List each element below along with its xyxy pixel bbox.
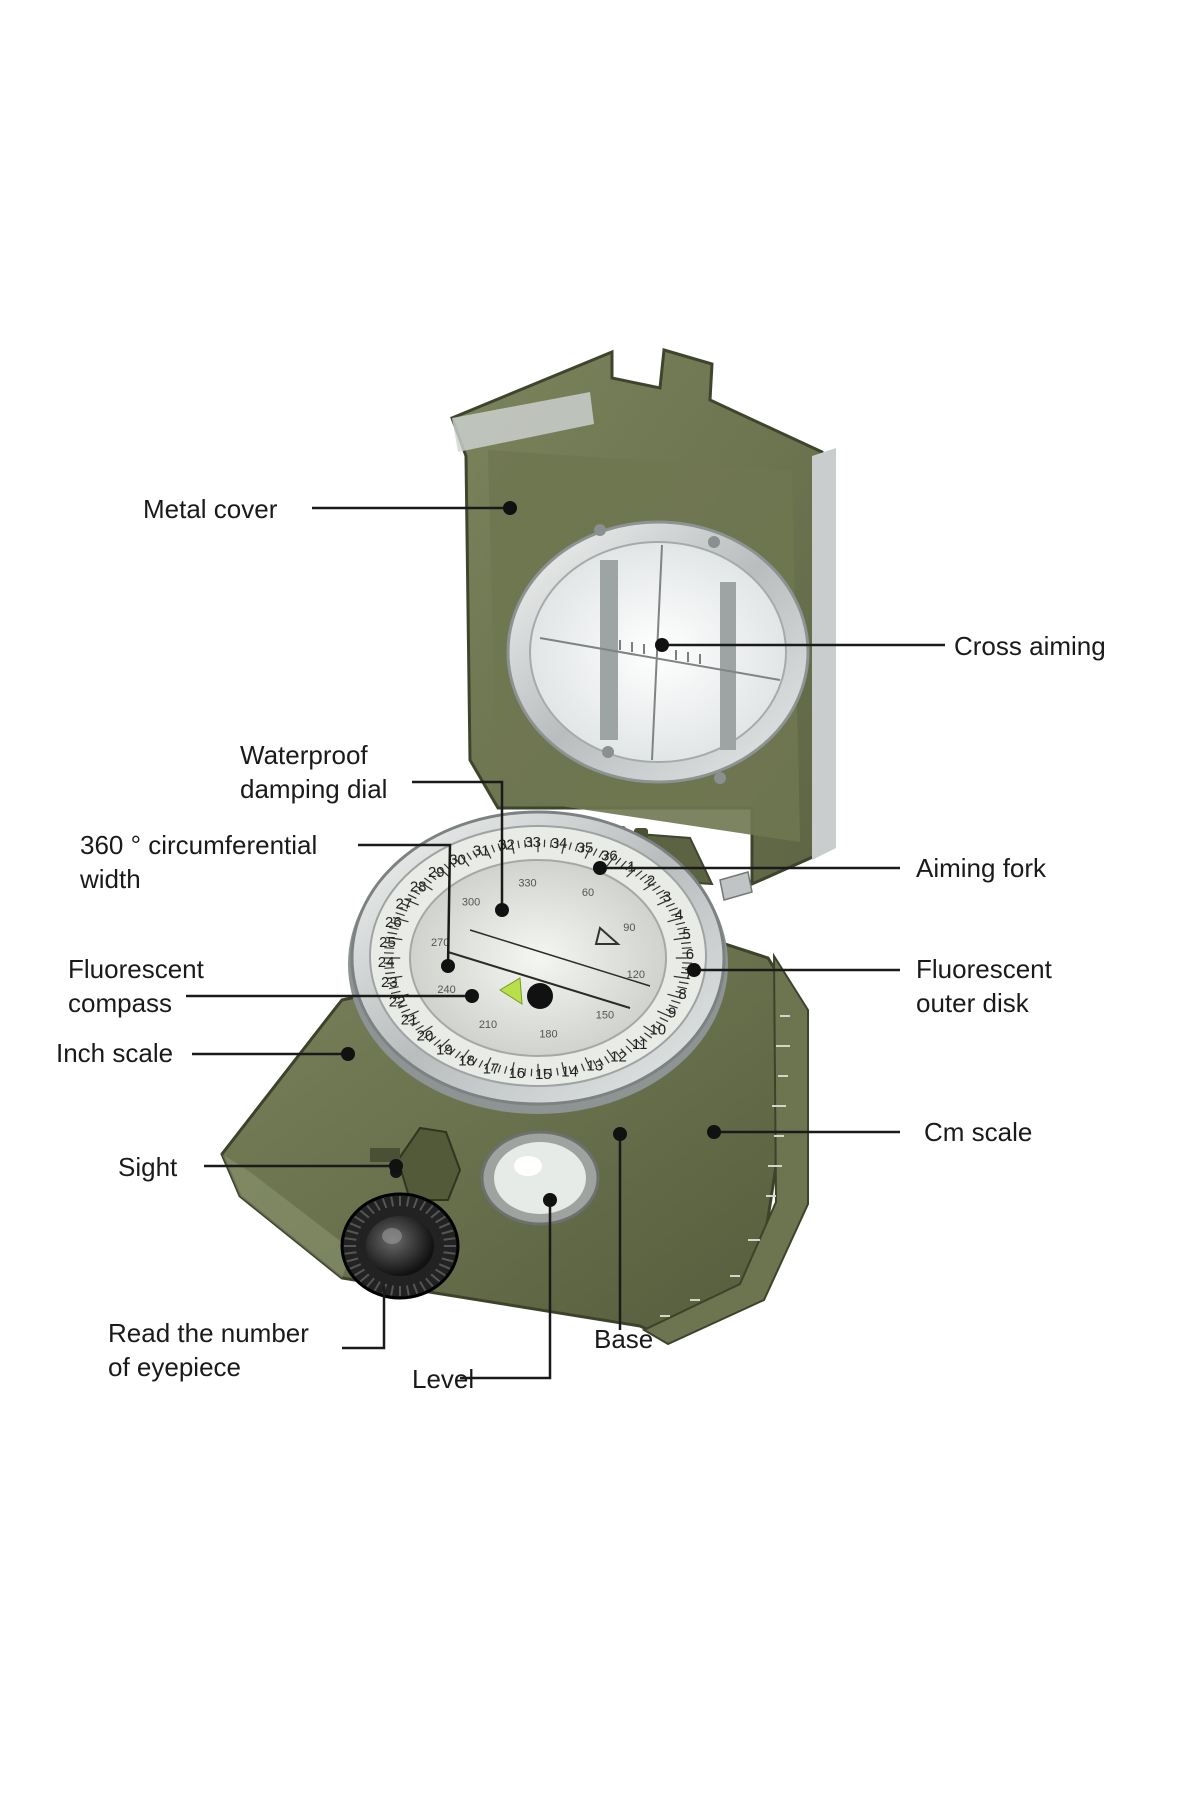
label-cross-aiming: Cross aiming	[954, 631, 1106, 661]
label-base: Base	[594, 1324, 653, 1354]
dial-outer-number: 25	[379, 934, 396, 951]
dial-outer-number: 27	[395, 896, 412, 913]
dial-outer-number: 18	[458, 1052, 475, 1069]
dial-outer-number: 15	[535, 1066, 552, 1083]
label-cm-scale: Cm scale	[924, 1117, 1032, 1147]
dial-outer-number: 30	[449, 852, 466, 869]
dial-inner-number: 60	[582, 887, 594, 899]
dial-inner-number: 300	[462, 897, 480, 909]
metal-cover	[452, 350, 836, 884]
dial-outer-number: 10	[649, 1021, 666, 1038]
dial-outer-number: 14	[561, 1064, 578, 1081]
dial-inner-number: 180	[539, 1029, 557, 1041]
label-inch-scale: Inch scale	[56, 1038, 173, 1068]
dial-outer-number: 32	[498, 837, 515, 854]
dial-outer-number: 3	[663, 889, 671, 906]
dial-outer-number: 33	[524, 834, 541, 851]
dial-outer-number: 34	[551, 835, 568, 852]
dial-outer-number: 26	[385, 914, 402, 931]
dial-outer-number: 24	[378, 954, 395, 971]
eyepiece	[342, 1194, 458, 1298]
dial-outer-number: 16	[508, 1065, 525, 1082]
dial-outer-number: 19	[436, 1041, 453, 1058]
dial-outer-number: 35	[577, 840, 594, 857]
dial-inner-number: 270	[431, 937, 449, 949]
dial-outer-number: 2	[647, 872, 655, 889]
dial-outer-number: 11	[632, 1036, 648, 1053]
dial-inner-number: 210	[479, 1019, 497, 1031]
dial-outer-number: 5	[683, 926, 691, 943]
dial-outer-number: 8	[678, 986, 686, 1003]
dial-outer-number: 4	[675, 907, 683, 924]
dial-outer-number: 31	[473, 842, 490, 859]
dial-inner-number: 150	[596, 1010, 614, 1022]
dial-outer-number: 9	[668, 1005, 676, 1022]
label-aiming-fork: Aiming fork	[916, 853, 1046, 883]
dial-inner-number: 240	[437, 984, 455, 996]
dial-outer-number: 6	[686, 946, 694, 963]
dial-outer-number: 28	[410, 879, 427, 896]
dial-inner-number: 90	[623, 922, 635, 934]
label-sight: Sight	[118, 1152, 177, 1182]
dial-outer-number: 20	[417, 1028, 434, 1045]
label-level: Level	[412, 1364, 474, 1394]
level-bubble	[482, 1132, 598, 1224]
dial-outer-number: 17	[483, 1060, 500, 1077]
dial-outer-number: 23	[381, 974, 398, 991]
dial-outer-number: 29	[428, 864, 445, 881]
dial-inner-number: 330	[518, 877, 536, 889]
dial-outer-number: 13	[587, 1058, 604, 1075]
label-metal-cover: Metal cover	[143, 494, 277, 524]
dial-outer-number: 12	[610, 1048, 627, 1065]
dial-outer-number: 21	[401, 1012, 418, 1029]
